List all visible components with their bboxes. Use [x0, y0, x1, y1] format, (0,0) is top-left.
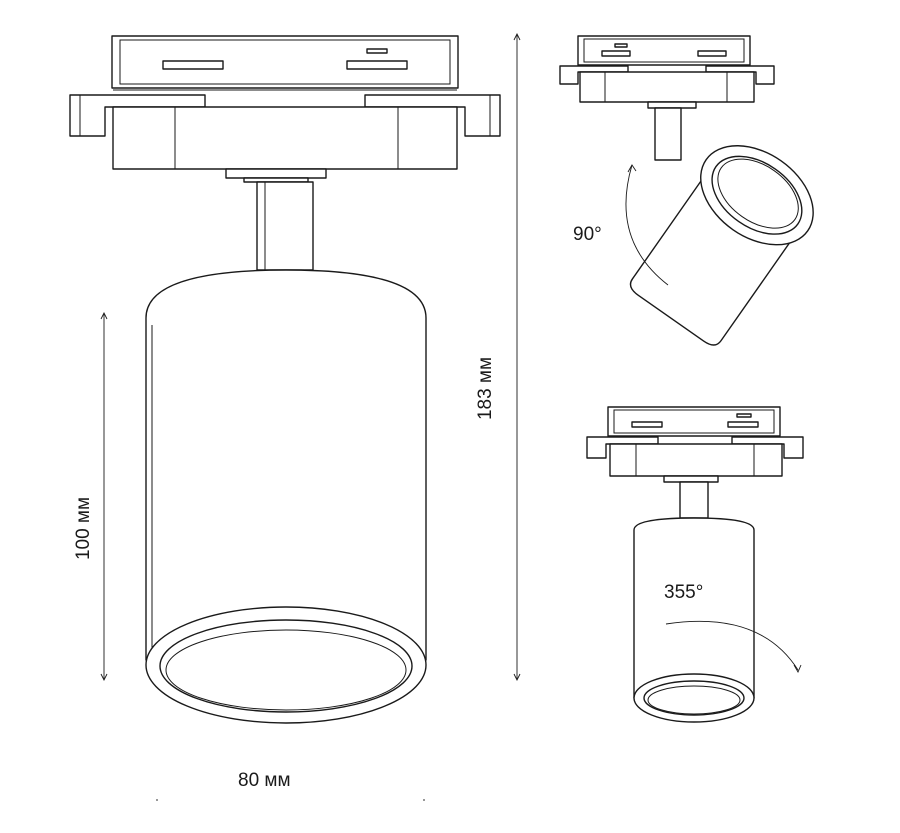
main-cylinder [145, 269, 427, 724]
width-label: 80 мм [238, 770, 291, 791]
rotation-track-adapter [586, 406, 804, 483]
rotation-arc [665, 620, 802, 674]
total-height-label: 183 мм [475, 356, 497, 421]
rotation-cylinder [633, 517, 755, 723]
dimension-body-height [100, 311, 108, 682]
rotation-stem [679, 481, 709, 519]
tilt-arc [625, 164, 669, 286]
body-height-label: 100 мм [73, 496, 95, 561]
main-stem [256, 181, 314, 271]
tilt-angle-label: 90° [573, 224, 602, 245]
tilted-stem [654, 107, 682, 161]
tilted-track-adapter [559, 35, 775, 109]
dimension-total-height [513, 32, 521, 682]
tilted-cylinder [629, 145, 814, 346]
rotation-angle-label: 355° [664, 582, 704, 603]
main-track-adapter [69, 35, 501, 183]
